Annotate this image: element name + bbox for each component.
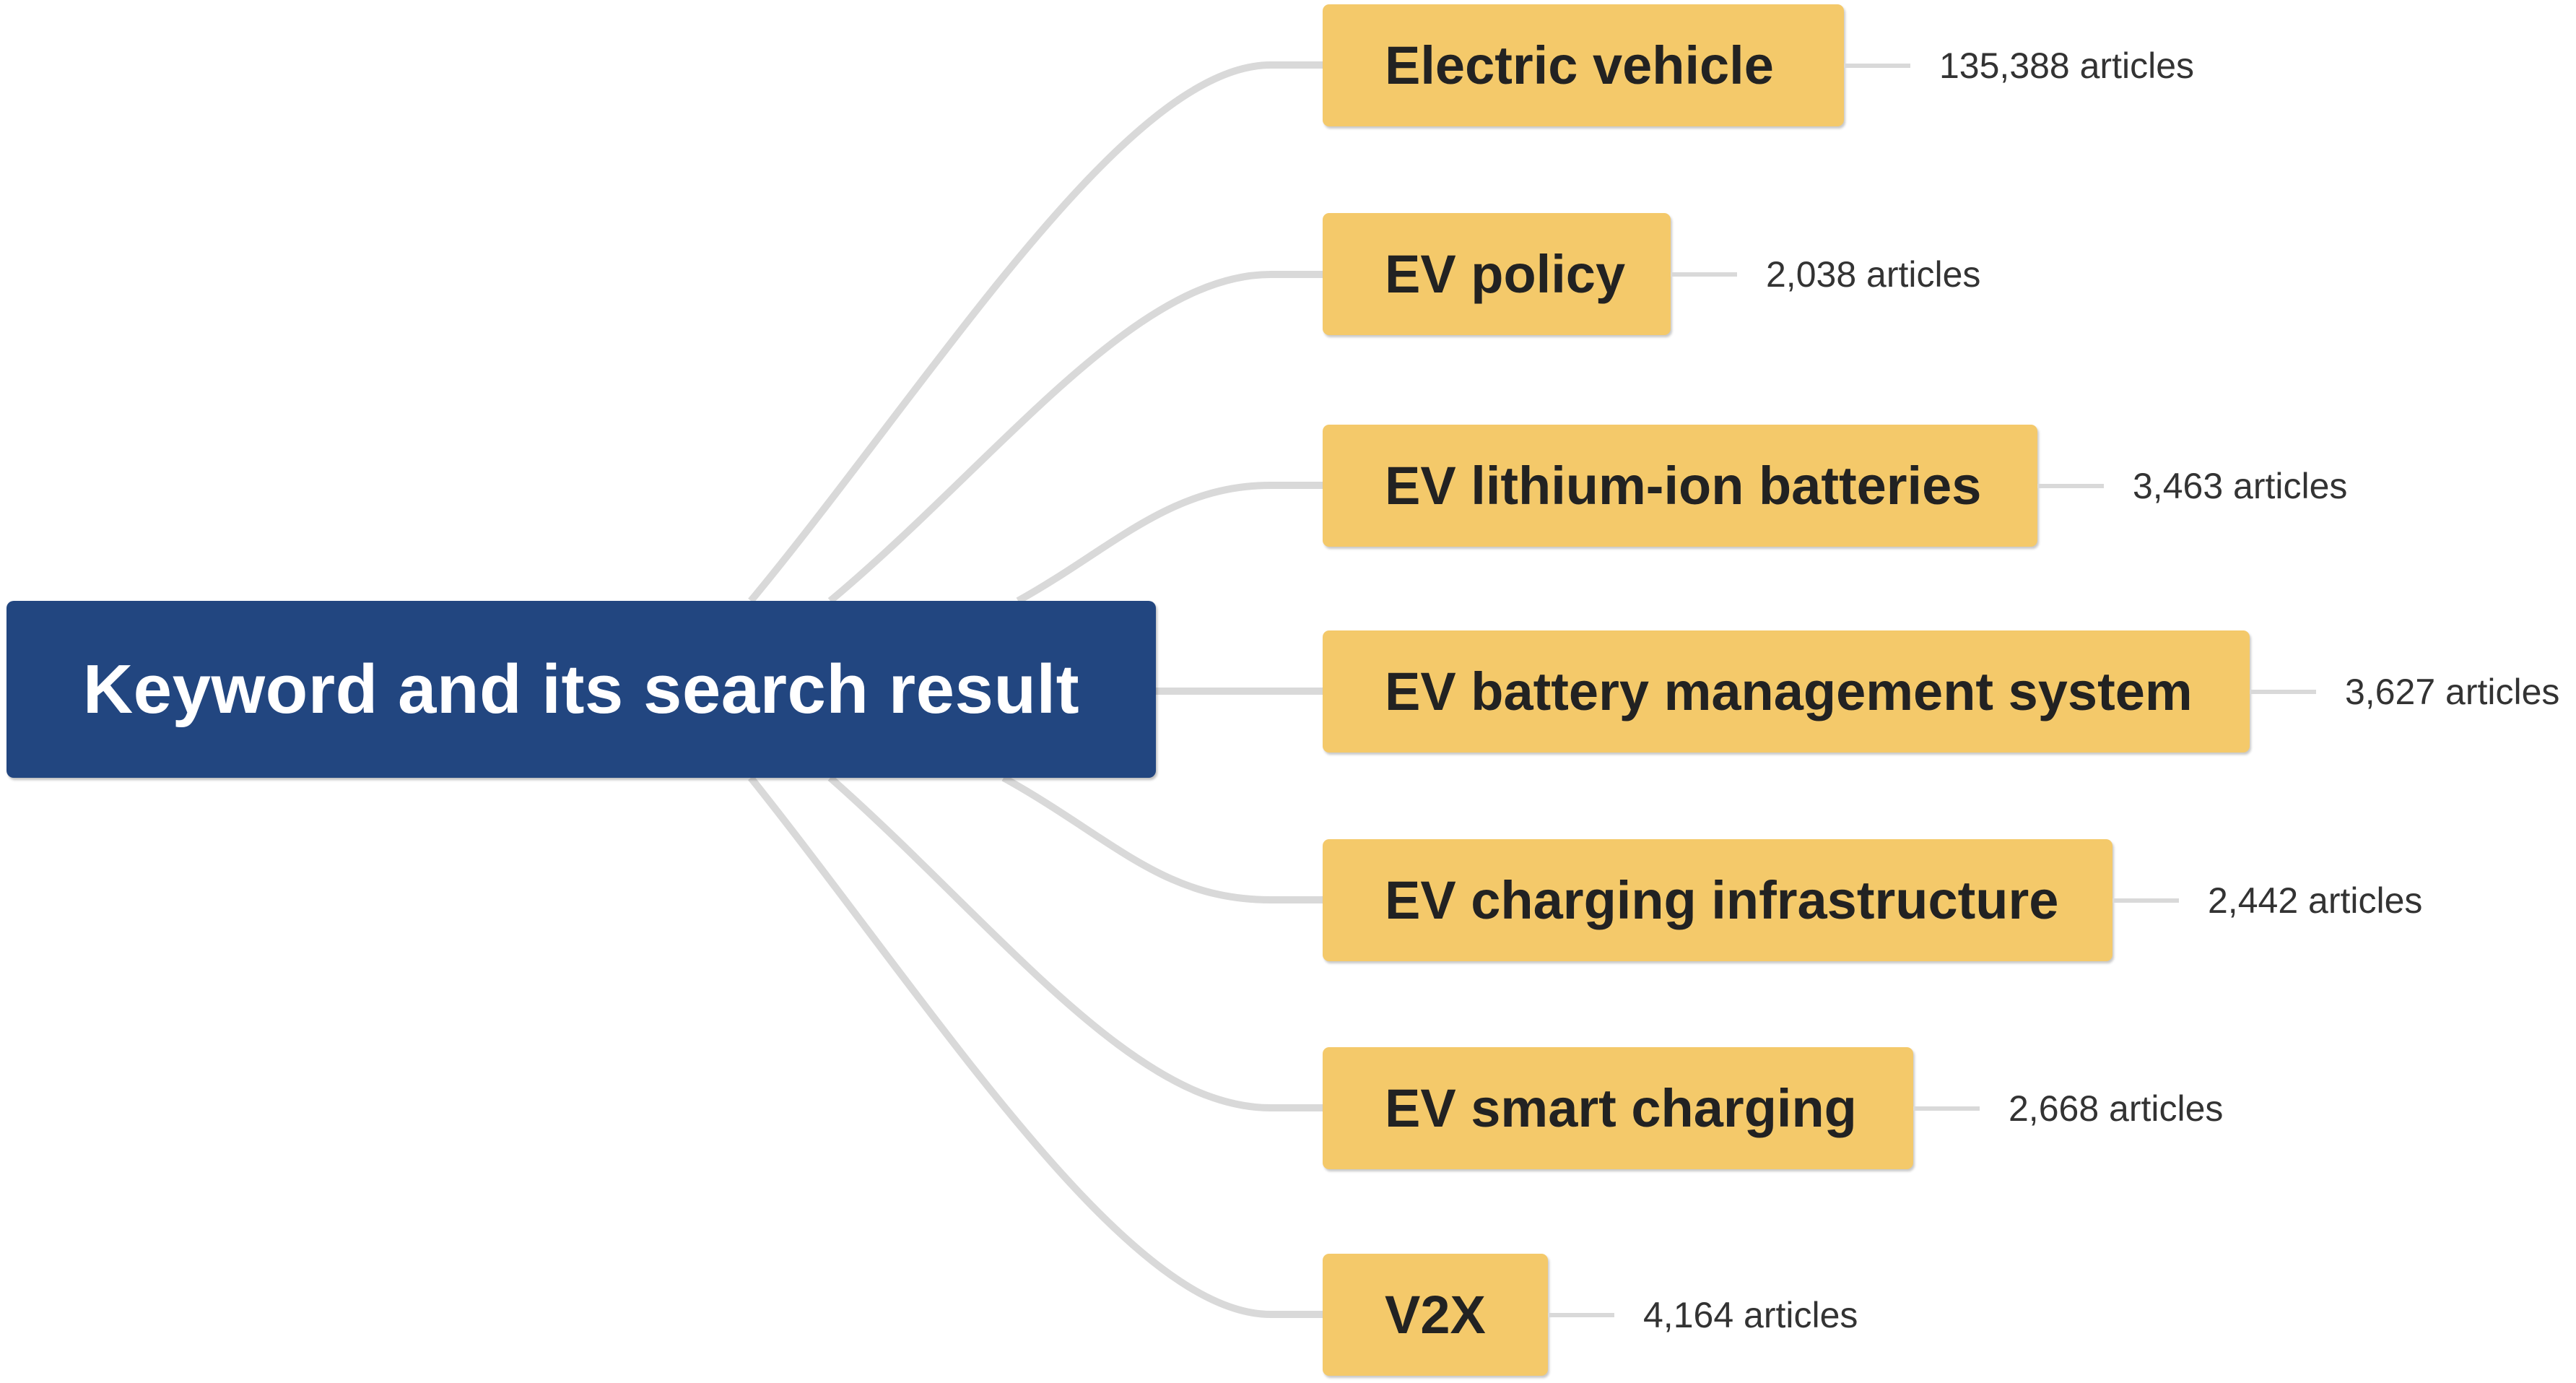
count-connector <box>2037 483 2104 488</box>
keyword-node: EV charging infrastructure <box>1323 839 2112 961</box>
keyword-label: EV policy <box>1385 244 1626 304</box>
article-count: 2,668 articles <box>2009 1088 2224 1129</box>
count-connector <box>1548 1312 1614 1317</box>
keyword-label: V2X <box>1385 1285 1486 1345</box>
root-label: Keyword and its search result <box>82 650 1080 728</box>
count-connector <box>1844 63 1910 68</box>
article-count: 135,388 articles <box>1939 45 2195 86</box>
keyword-label: EV smart charging <box>1385 1078 1857 1138</box>
keyword-label: EV charging infrastructure <box>1385 870 2059 930</box>
branch-v2x: V2X 4,164 articles <box>1323 1254 1858 1376</box>
branch-ev-battery-management-system: EV battery management system 3,627 artic… <box>1323 630 2559 753</box>
article-count: 3,627 articles <box>2345 671 2560 712</box>
keyword-node: EV smart charging <box>1323 1047 1913 1169</box>
keyword-node: EV policy <box>1323 213 1671 335</box>
keyword-label: EV lithium-ion batteries <box>1385 456 1982 516</box>
branch-ev-charging-infrastructure: EV charging infrastructure 2,442 article… <box>1323 839 2422 961</box>
count-connector <box>2250 689 2316 694</box>
branch-ev-lithium-ion-batteries: EV lithium-ion batteries 3,463 articles <box>1323 425 2347 547</box>
keyword-node: EV lithium-ion batteries <box>1323 425 2037 547</box>
article-count: 3,463 articles <box>2133 465 2348 506</box>
count-connector <box>1913 1106 1980 1111</box>
keyword-node: V2X <box>1323 1254 1548 1376</box>
keyword-node: Electric vehicle <box>1323 4 1844 126</box>
branch-ev-smart-charging: EV smart charging 2,668 articles <box>1323 1047 2223 1169</box>
keyword-label: EV battery management system <box>1385 662 2193 721</box>
connector-electric-vehicle <box>748 61 1323 604</box>
connector-ev-lithium-ion-batteries <box>1016 482 1323 604</box>
article-count: 2,038 articles <box>1766 253 1981 295</box>
count-connector <box>1671 272 1737 277</box>
branch-ev-policy: EV policy 2,038 articles <box>1323 213 1980 335</box>
keyword-node: EV battery management system <box>1323 630 2250 753</box>
count-connector <box>2112 898 2179 903</box>
connector-ev-charging-infrastructure <box>1001 774 1323 903</box>
article-count: 4,164 articles <box>1643 1294 1858 1335</box>
branch-electric-vehicle: Electric vehicle 135,388 articles <box>1323 4 2194 126</box>
connector-ev-policy <box>827 271 1323 604</box>
connector-v2x <box>748 775 1323 1318</box>
root-keyword-node: Keyword and its search result <box>6 601 1156 778</box>
article-count: 2,442 articles <box>2208 880 2423 921</box>
keyword-label: Electric vehicle <box>1385 35 1774 95</box>
connector-ev-smart-charging <box>827 775 1323 1111</box>
